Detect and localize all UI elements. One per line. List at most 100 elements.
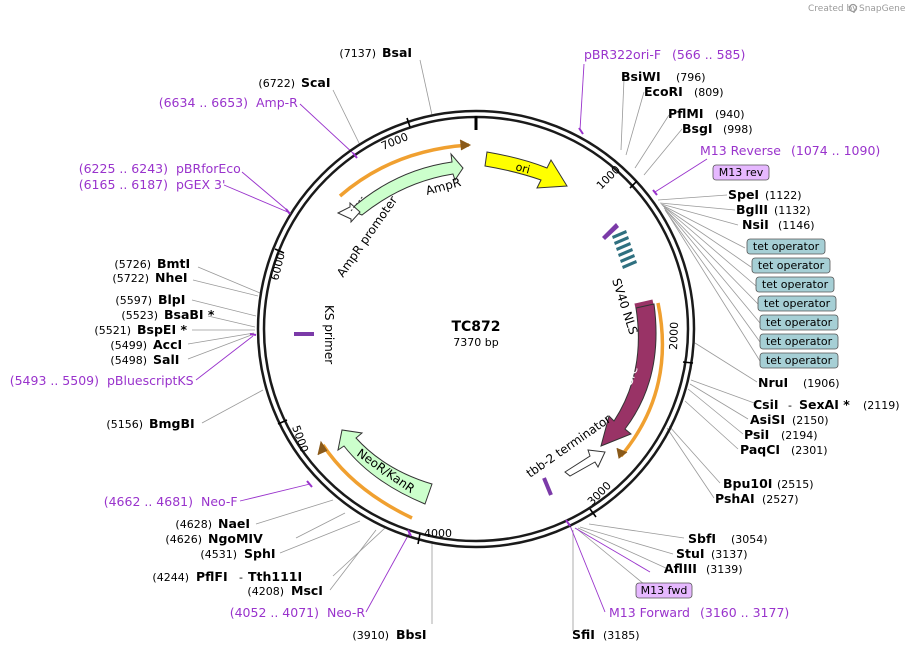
site-name[interactable]: CsiI — [753, 397, 779, 412]
primer-name[interactable]: pBluescriptKS — [107, 373, 194, 388]
primer-name[interactable]: pBR322ori-F — [584, 47, 661, 62]
site-name[interactable]: NsiI — [742, 217, 769, 232]
tet-operator-label: tet operator — [766, 354, 833, 367]
site-pos: (4531) — [200, 548, 237, 561]
site-name[interactable]: NruI — [758, 375, 788, 390]
site-pos: (5156) — [106, 418, 143, 431]
tet-operator-label: tet operator — [766, 335, 833, 348]
primer-range: (4662 .. 4681) — [104, 494, 193, 509]
site-name[interactable]: BbsI — [396, 627, 427, 642]
site-pos: (3910) — [352, 629, 389, 642]
ampr-orange-arc — [338, 143, 470, 198]
m13fwd-primer-mark — [542, 477, 553, 496]
tet-operator-box[interactable] — [759, 314, 839, 331]
tet-operator-box[interactable] — [759, 352, 839, 369]
primer-name[interactable]: pBRforEco — [176, 161, 241, 176]
cre-feature[interactable] — [600, 303, 657, 447]
site-name[interactable]: BsaI — [382, 45, 412, 60]
site-name[interactable]: AccI — [153, 337, 182, 352]
right-site-labels: BsiWI (796) EcoRI (940) (809) PflMI (940… — [572, 69, 900, 642]
site-name[interactable]: PsiI — [744, 427, 769, 442]
site-name[interactable]: Bpu10I — [723, 476, 772, 491]
primer-range: (1074 .. 1090) — [791, 143, 880, 158]
site-name[interactable]: PshAI — [715, 491, 755, 506]
site-name[interactable]: SpeI — [728, 187, 759, 202]
plasmid-length: 7370 bp — [453, 336, 498, 349]
site-name[interactable]: SbfI — [688, 531, 716, 546]
site-pos: (796) — [676, 71, 706, 84]
tet-operator-box[interactable] — [755, 276, 835, 293]
site-name[interactable]: StuI — [676, 546, 705, 561]
site-name[interactable]: MscI — [291, 583, 323, 598]
site-name[interactable]: BspEI * — [137, 322, 187, 337]
primer-range: (6634 .. 6653) — [159, 95, 248, 110]
credit-brand: SnapGene — [859, 4, 906, 14]
site-name[interactable]: ScaI — [301, 75, 331, 90]
site-pos: (4244) — [152, 571, 189, 584]
backbone-outer — [256, 109, 696, 549]
primer-name[interactable]: Neo-F — [201, 494, 238, 509]
tbb2-feature[interactable] — [564, 449, 606, 477]
tet-operator-box[interactable] — [759, 333, 839, 350]
site-name[interactable]: BmgBI — [149, 416, 195, 431]
tet-operator-label: tet operator — [766, 316, 833, 329]
site-pos: (4626) — [165, 533, 202, 546]
site-name[interactable]: SfiI — [572, 627, 595, 642]
tet-operator-label: tet operator — [758, 259, 825, 272]
site-pos: (6722) — [258, 77, 295, 90]
ori-feature[interactable] — [484, 151, 568, 189]
m13-rev-label: M13 rev — [719, 166, 764, 179]
site-name[interactable]: SalI — [153, 352, 179, 367]
ampr-promoter-feature[interactable] — [336, 201, 361, 224]
site-name[interactable]: NheI — [155, 270, 188, 285]
site-name-alt[interactable]: Tth111I — [248, 569, 302, 584]
site-name[interactable]: BsgI — [682, 121, 713, 136]
neor-feature[interactable] — [337, 429, 433, 505]
site-name[interactable]: PflMI — [668, 106, 704, 121]
site-name[interactable]: EcoRI — [644, 84, 683, 99]
site-sep: - — [788, 399, 792, 412]
m13rev-primer-mark — [602, 223, 619, 240]
primer-name[interactable]: Neo-R — [327, 605, 365, 620]
m13-fwd-box[interactable] — [635, 582, 693, 599]
site-pos: (3054) — [731, 533, 768, 546]
primer-name[interactable]: M13 Reverse — [700, 143, 781, 158]
position-ticks — [274, 117, 694, 545]
sv40-feature[interactable] — [634, 299, 654, 309]
site-pos: (1132) — [774, 204, 811, 217]
site-pos: (2194) — [781, 429, 818, 442]
site-name[interactable]: BglII — [736, 202, 768, 217]
site-name[interactable]: PaqCI — [740, 442, 780, 457]
m13-rev-box[interactable] — [712, 164, 770, 181]
site-pos: (7137) — [339, 47, 376, 60]
ampr-feature[interactable] — [349, 152, 464, 216]
site-name[interactable]: AflIII — [664, 561, 697, 576]
primer-name[interactable]: M13 Forward — [609, 605, 690, 620]
site-pos: (5499) — [110, 339, 147, 352]
site-name-alt[interactable]: SexAI * — [799, 397, 850, 412]
primer-name[interactable]: Amp-R — [256, 95, 298, 110]
tick-label-1000: 1000 — [594, 163, 623, 192]
site-pos: (2301) — [791, 444, 828, 457]
primer-name[interactable]: pGEX 3' — [176, 177, 225, 192]
site-name[interactable]: BsiWI — [621, 69, 661, 84]
site-name[interactable]: BlpI — [158, 292, 185, 307]
site-name[interactable]: BsaBI * — [164, 307, 215, 322]
tet-operator-box[interactable] — [746, 238, 826, 255]
tet-operator-box[interactable] — [757, 295, 837, 312]
site-name[interactable]: PflFI — [196, 569, 228, 584]
left-site-labels: (7137) BsaI (6722) ScaI (5726) BmtI (572… — [94, 45, 426, 642]
tet-operator-box[interactable] — [751, 257, 831, 274]
site-name[interactable]: BmtI — [157, 256, 190, 271]
ks-primer-label: KS primer — [322, 305, 336, 364]
site-pos: (2119) — [863, 399, 900, 412]
site-pos: (5498) — [110, 354, 147, 367]
site-name[interactable]: AsiSI — [750, 412, 785, 427]
site-name[interactable]: SphI — [244, 546, 276, 561]
site-name[interactable]: NgoMIV — [208, 531, 263, 546]
site-pos: (5597) — [115, 294, 152, 307]
primer-range: (566 .. 585) — [672, 47, 745, 62]
site-name[interactable]: NaeI — [218, 516, 250, 531]
tet-operator-boxes: tet operator tet operator tet operator t… — [746, 238, 839, 369]
